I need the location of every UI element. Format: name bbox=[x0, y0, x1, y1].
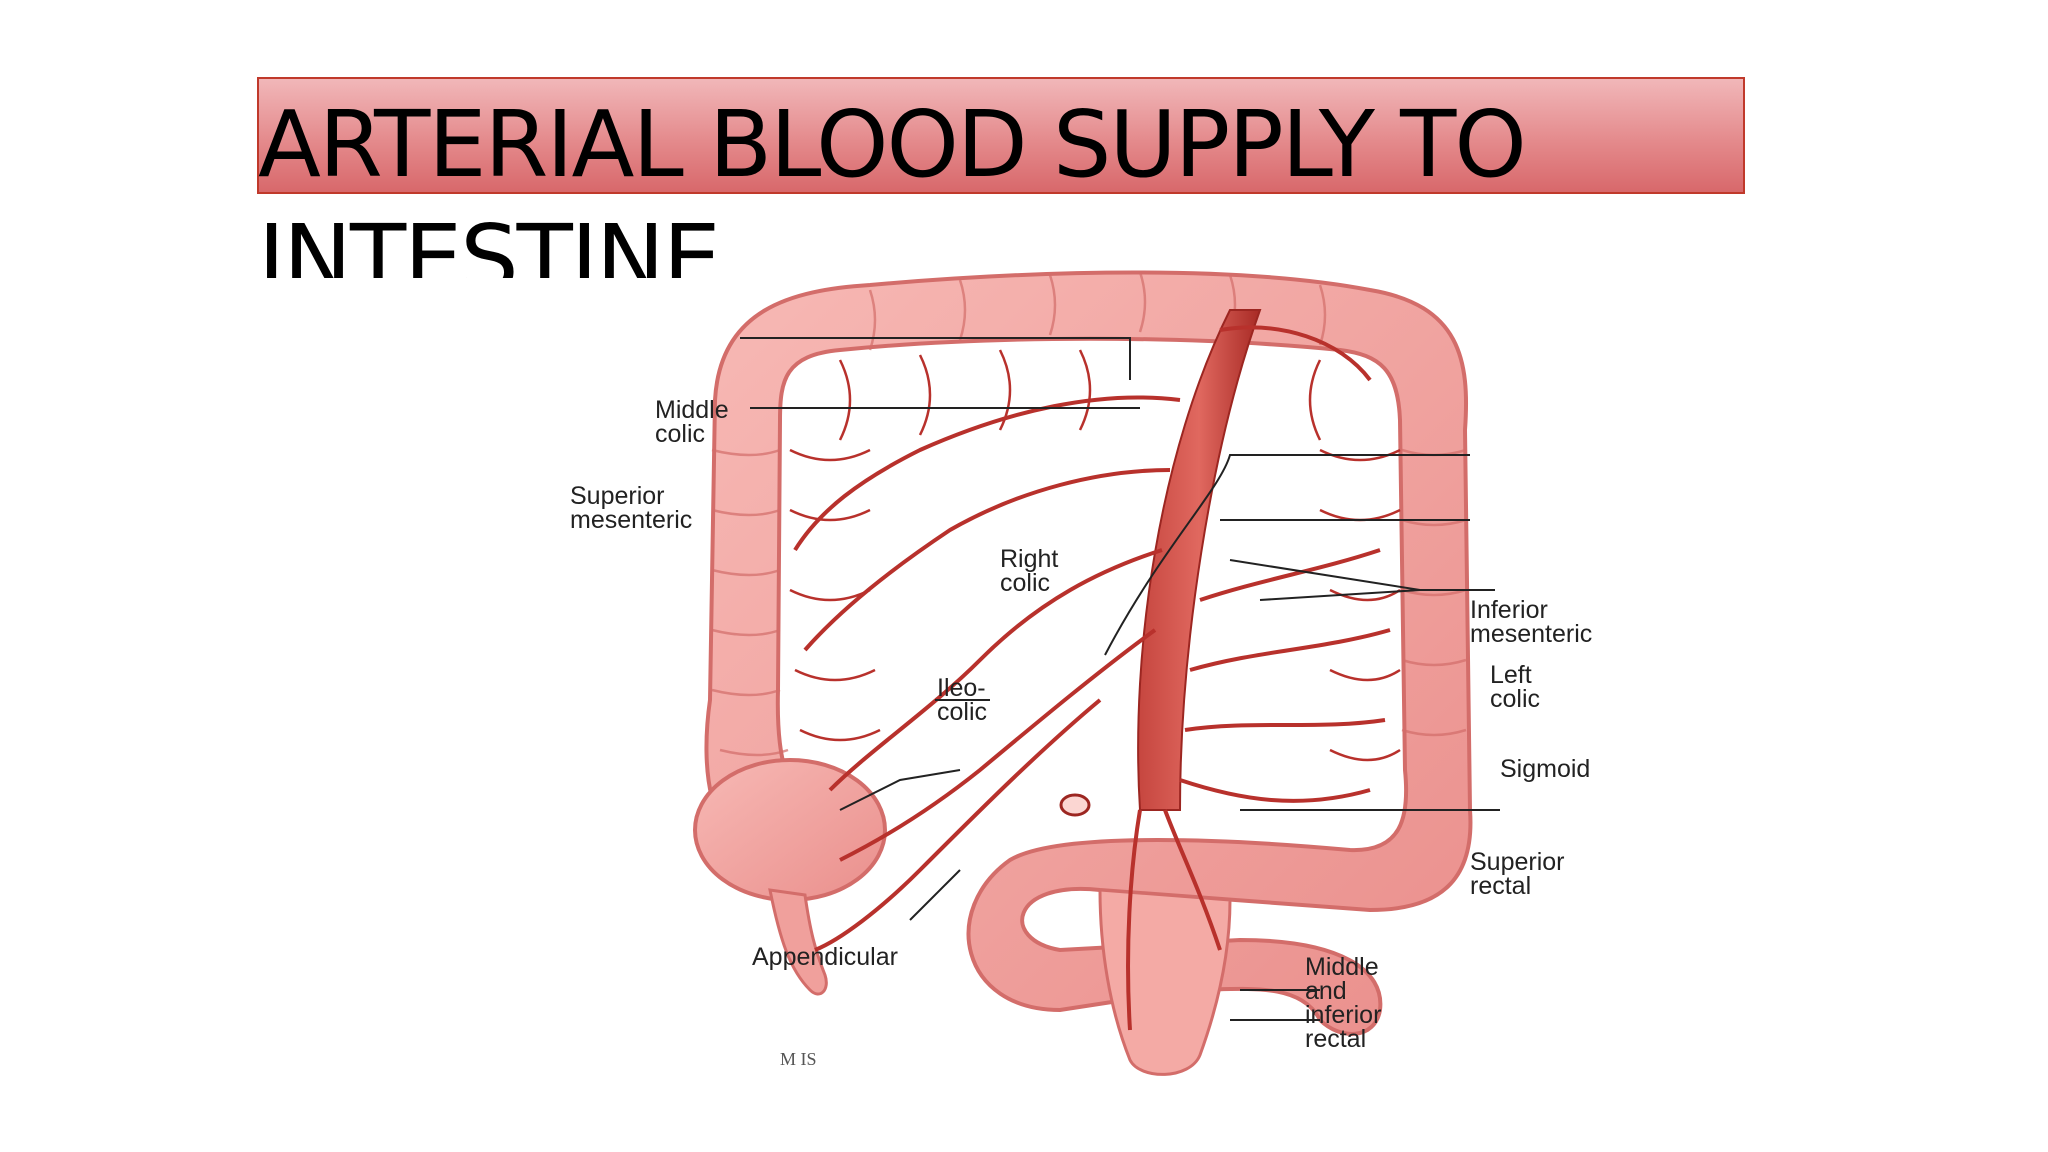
colon-artery-diagram: M IS bbox=[693, 270, 1500, 1076]
publisher-mark-text: M IS bbox=[780, 1049, 817, 1069]
label-left-colic: Left colic bbox=[1490, 661, 1541, 713]
aorta bbox=[1137, 309, 1262, 811]
vasa-recta bbox=[789, 349, 1401, 762]
haustra bbox=[711, 271, 1467, 757]
colon bbox=[704, 270, 1473, 1036]
label-appendicular: Appendicular bbox=[752, 943, 898, 971]
leader-lines bbox=[740, 337, 1500, 1021]
label-superior-mesenteric: Superior mesenteric bbox=[570, 482, 693, 534]
appendix bbox=[768, 888, 828, 996]
cecum bbox=[693, 758, 887, 902]
label-superior-rectal: Superior rectal bbox=[1470, 848, 1565, 900]
label-middle-inferior-rectal: Middle and inferior rectal bbox=[1305, 953, 1382, 1053]
label-sigmoid: Sigmoid bbox=[1500, 755, 1591, 783]
rectum bbox=[1098, 888, 1232, 1076]
title-clip: ARTERIAL BLOOD SUPPLY TO INTESTINE bbox=[0, 0, 2048, 278]
title-banner bbox=[257, 77, 1745, 194]
label-right-colic: Right colic bbox=[1000, 545, 1059, 597]
label-middle-colic: Middle colic bbox=[655, 396, 729, 448]
label-inferior-mesenteric: Inferior mesenteric bbox=[1470, 596, 1593, 648]
label-ileo-colic: Ileo- colic bbox=[937, 674, 988, 726]
slide-title: ARTERIAL BLOOD SUPPLY TO INTESTINE bbox=[258, 91, 1527, 278]
arteries bbox=[793, 325, 1391, 1031]
